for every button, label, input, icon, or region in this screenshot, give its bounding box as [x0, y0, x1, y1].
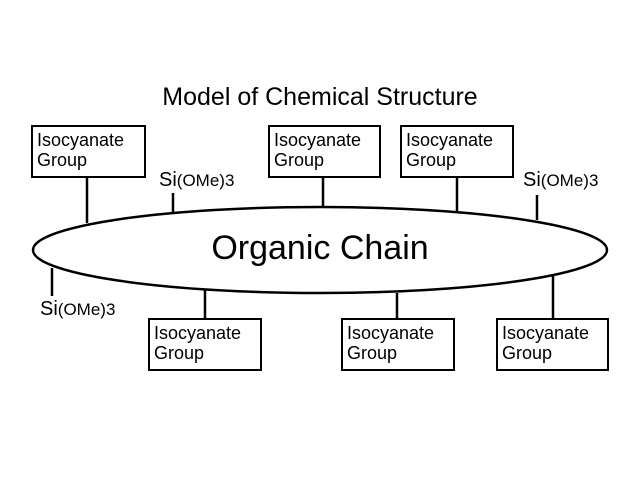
- silane-symbol: Si: [523, 169, 541, 191]
- group-label-line1: Isocyanate: [37, 130, 125, 150]
- silane-label-top-right: Si(OMe)3: [523, 169, 598, 192]
- group-label-line2: Group: [406, 150, 457, 170]
- group-label-line2: Group: [37, 150, 88, 170]
- silane-paren: (OMe): [540, 171, 589, 190]
- organic-chain-ellipse: [31, 205, 609, 295]
- silane-symbol: Si: [159, 169, 177, 191]
- silane-label-top-left: Si(OMe)3: [159, 169, 234, 192]
- silane-label-bottom-left: Si(OMe)3: [40, 298, 115, 321]
- isocyanate-group-box: Isocyanate Group: [31, 125, 146, 178]
- isocyanate-group-box: Isocyanate Group: [341, 318, 455, 371]
- silane-symbol: Si: [40, 298, 58, 320]
- group-label-line1: Isocyanate: [347, 323, 435, 343]
- group-label-line1: Isocyanate: [274, 130, 362, 150]
- isocyanate-group-box: Isocyanate Group: [496, 318, 609, 371]
- organic-chain-label: Organic Chain: [211, 229, 429, 267]
- group-label-line2: Group: [274, 150, 325, 170]
- group-label-line1: Isocyanate: [154, 323, 242, 343]
- group-label-line2: Group: [502, 343, 553, 363]
- isocyanate-group-box: Isocyanate Group: [268, 125, 381, 178]
- diagram-title: Model of Chemical Structure: [162, 83, 478, 111]
- isocyanate-group-box: Isocyanate Group: [400, 125, 514, 178]
- silane-subscript: 3: [224, 171, 235, 190]
- group-label-line2: Group: [347, 343, 398, 363]
- group-label-line1: Isocyanate: [502, 323, 590, 343]
- group-label-line2: Group: [154, 343, 205, 363]
- silane-subscript: 3: [588, 171, 599, 190]
- silane-subscript: 3: [105, 300, 116, 319]
- silane-paren: (OMe): [57, 300, 106, 319]
- silane-paren: (OMe): [176, 171, 225, 190]
- isocyanate-group-box: Isocyanate Group: [148, 318, 262, 371]
- group-label-line1: Isocyanate: [406, 130, 494, 150]
